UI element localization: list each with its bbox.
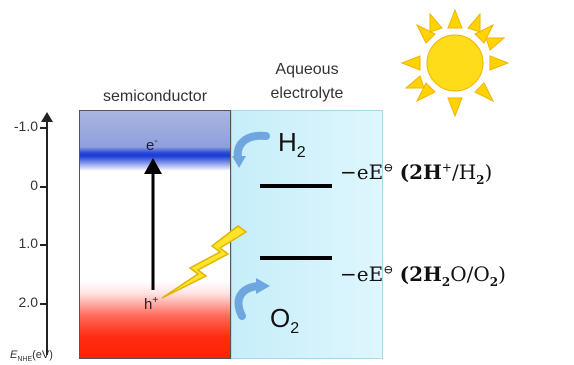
semiconductor-panel <box>79 110 231 359</box>
h2-curved-arrow-icon <box>232 131 270 168</box>
axis-tick <box>40 127 48 129</box>
excitation-arrow-icon <box>144 158 162 290</box>
reduction-potential-label: −eE⊖ (2H+/H2) <box>340 160 493 187</box>
axis-arrow-icon <box>41 112 53 122</box>
axis-label: ENHE(eV) <box>10 349 53 363</box>
electron-label: e- <box>146 136 158 154</box>
axis-line <box>46 120 48 355</box>
oxidation-potential-label: −eE⊖ (2H2O/O2) <box>340 262 506 289</box>
axis-tick <box>40 244 48 246</box>
electrolyte-panel <box>231 110 383 359</box>
lightning-bolt-icon <box>161 225 248 299</box>
semiconductor-header: semiconductor <box>102 88 208 105</box>
tick-label: 2.0 <box>18 294 38 310</box>
tick-label: 1.0 <box>18 235 38 251</box>
axis-tick <box>40 303 48 305</box>
electrolyte-header-line2: electrolyte <box>270 85 344 102</box>
axis-tick <box>40 186 48 188</box>
sun-icon <box>400 8 510 118</box>
hole-label: h+ <box>144 295 159 313</box>
o2-redox-level <box>260 256 332 260</box>
electrolyte-header-line1: Aqueous <box>275 61 339 78</box>
tick-label: 0 <box>30 177 38 193</box>
o2-curved-arrow-icon <box>234 278 270 320</box>
hydrogen-product: H2 <box>278 127 306 162</box>
tick-label: -1.0 <box>13 118 38 134</box>
oxygen-product: O2 <box>270 303 300 338</box>
h2-redox-level <box>260 184 332 188</box>
